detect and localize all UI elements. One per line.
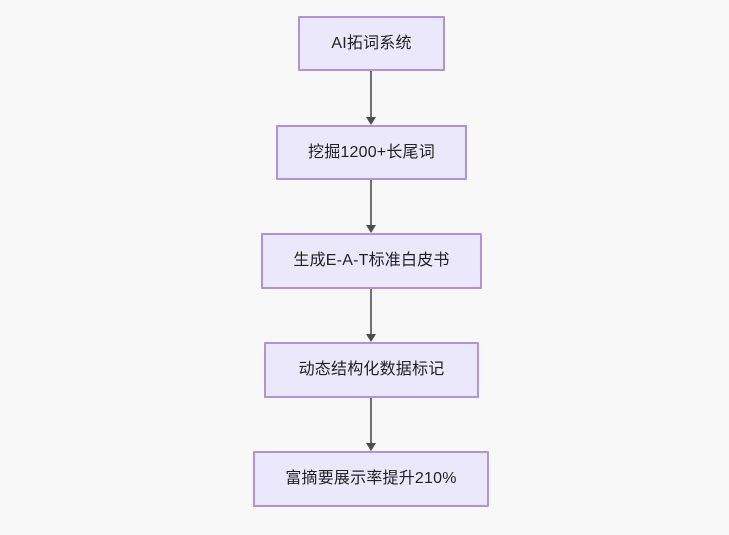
arrow-down-icon [366,334,376,342]
flow-node-label: 挖掘1200+长尾词 [308,143,435,161]
flow-node-generate-eat-whitepaper[interactable]: 生成E-A-T标准白皮书 [261,233,482,289]
flow-node-label: 动态结构化数据标记 [298,361,445,378]
flow-edge-n2-n3 [370,289,372,334]
flow-node-label: 生成E-A-T标准白皮书 [293,252,450,269]
flow-node-rich-snippet-impression-uplift[interactable]: 富摘要展示率提升210% [253,451,489,507]
flow-node-ai-keyword-system[interactable]: AI拓词系统 [298,16,445,71]
flow-node-mine-longtail-keywords[interactable]: 挖掘1200+长尾词 [276,125,467,180]
arrow-down-icon [366,117,376,125]
flow-edge-n0-n1 [370,71,372,117]
arrow-down-icon [366,443,376,451]
flow-node-dynamic-structured-data-markup[interactable]: 动态结构化数据标记 [264,342,479,398]
flow-edge-n1-n2 [370,180,372,225]
flow-node-label: AI拓词系统 [331,34,412,52]
flow-node-label: 富摘要展示率提升210% [285,470,457,487]
flow-edge-n3-n4 [370,398,372,443]
arrow-down-icon [366,225,376,233]
